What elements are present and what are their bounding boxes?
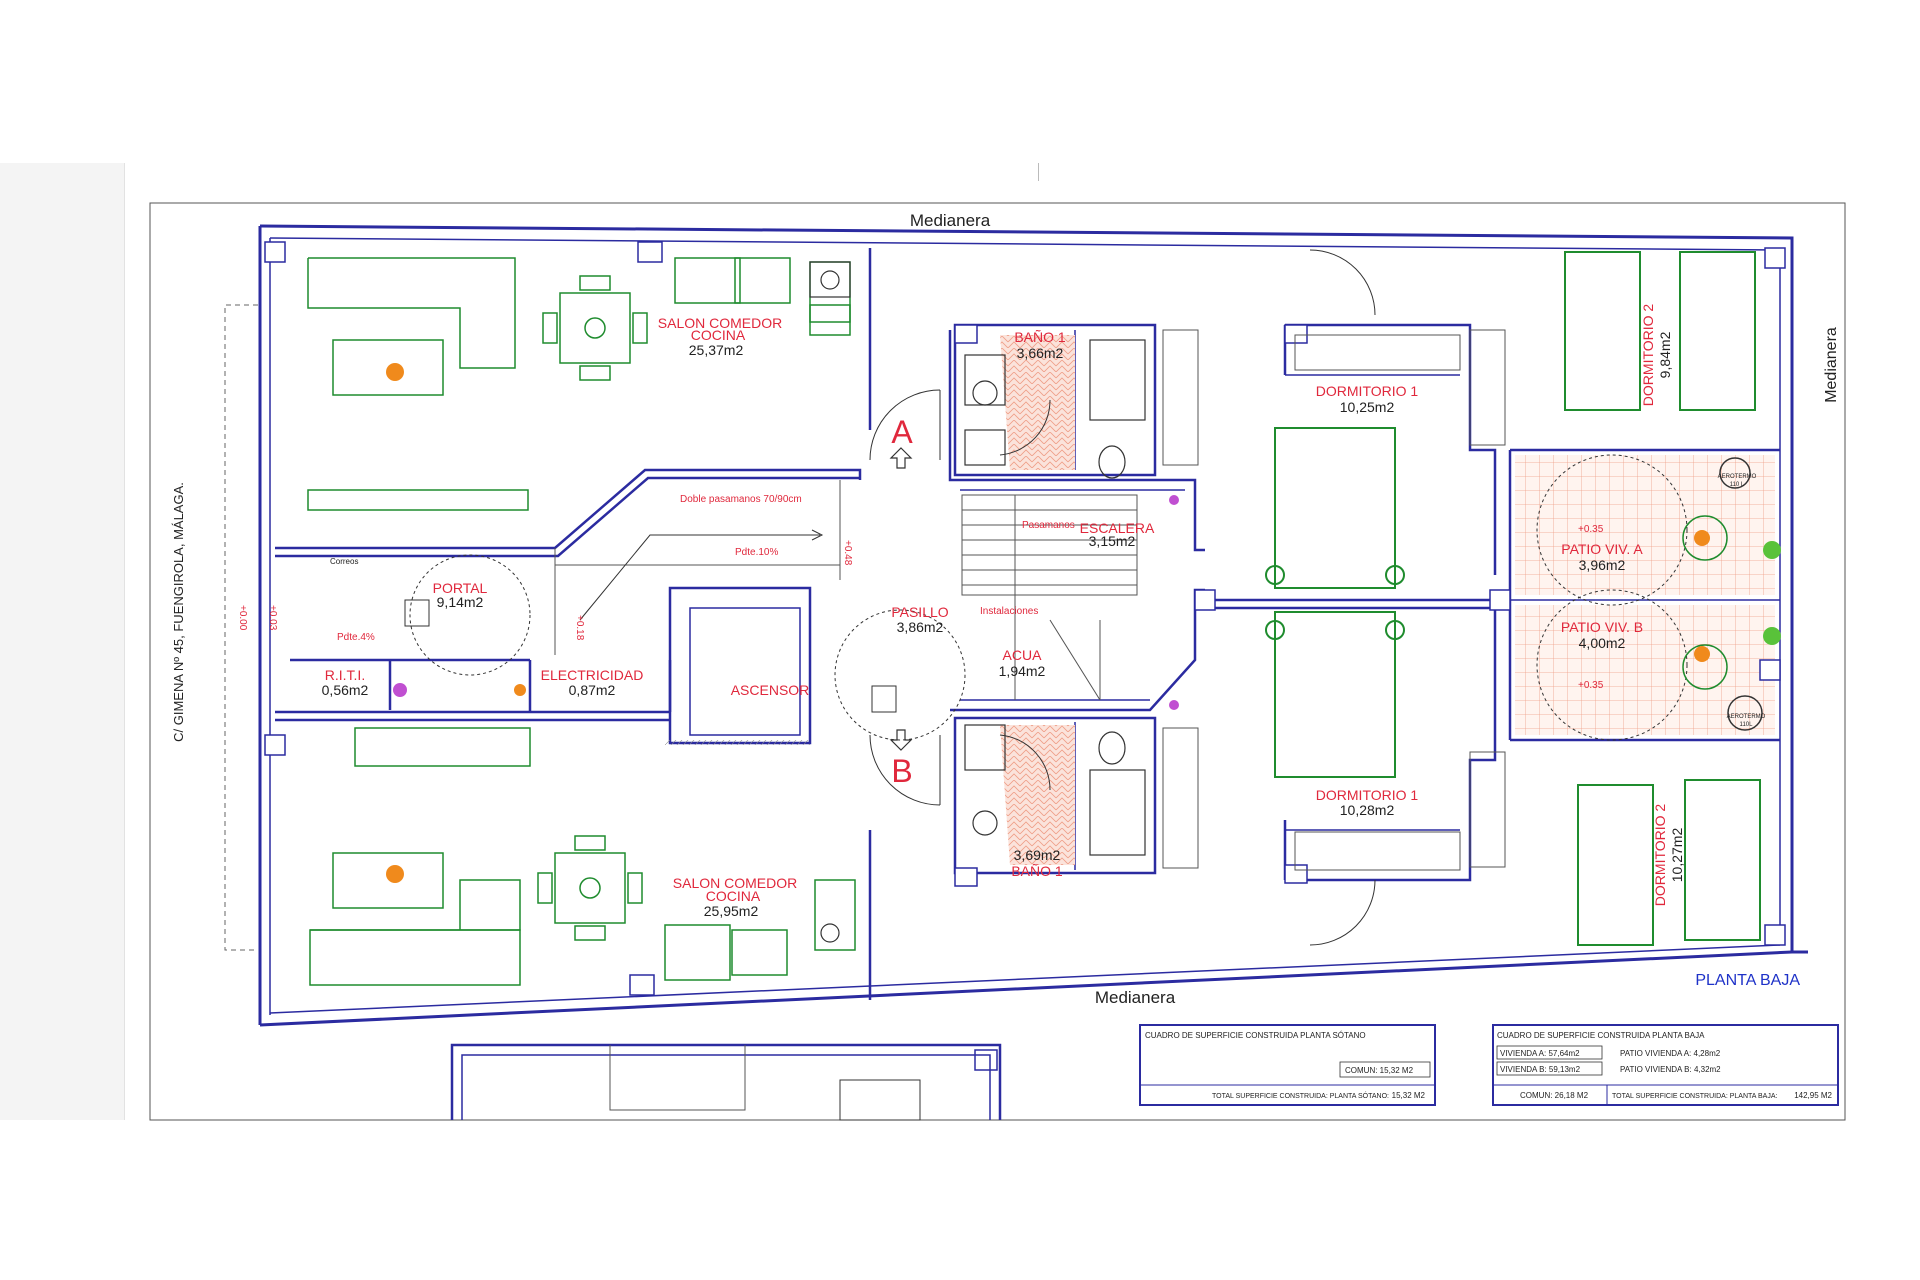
dormitorio2-a-name: DORMITORIO 2 bbox=[1640, 304, 1656, 407]
pasillo-name: PASILLO bbox=[891, 604, 948, 620]
pdte-4: Pdte.4% bbox=[337, 632, 375, 643]
lvl-035-a: +0.35 bbox=[1578, 524, 1604, 535]
sheet-frame bbox=[149, 202, 1846, 1121]
furniture-beds bbox=[1265, 251, 1761, 946]
correos: Correos bbox=[330, 557, 358, 566]
portal-name: PORTAL bbox=[433, 580, 488, 596]
accessibility-icon bbox=[404, 599, 897, 713]
riti-name: R.I.T.I. bbox=[325, 667, 365, 683]
salon-a-name2: COCINA bbox=[691, 327, 746, 343]
dormitorio2-b-name: DORMITORIO 2 bbox=[1652, 804, 1668, 907]
floor-fills bbox=[665, 335, 1775, 865]
table-sotano-total-label: TOTAL SUPERFICIE CONSTRUIDA: PLANTA SÓTA… bbox=[1212, 1091, 1389, 1100]
portal-area: 9,14m2 bbox=[437, 594, 484, 610]
room-labels: SALON COMEDOR COCINA 25,37m2 SALON COMED… bbox=[322, 304, 1685, 919]
medianera-right-label: Medianera bbox=[1823, 327, 1840, 403]
patio-a-area: 3,96m2 bbox=[1579, 557, 1626, 573]
riti-area: 0,56m2 bbox=[322, 682, 369, 698]
medianera-top-label: Medianera bbox=[910, 211, 991, 230]
aerotermo-b-2: 110L bbox=[1740, 722, 1754, 728]
furniture-salon-b bbox=[309, 727, 856, 986]
marker-b: B bbox=[891, 753, 912, 789]
dormitorio1-a-area: 10,25m2 bbox=[1340, 399, 1395, 415]
table-baja-patio-b: PATIO VIVIENDA B: 4,32m2 bbox=[1620, 1065, 1721, 1074]
lvl-003: +0.03 bbox=[267, 605, 278, 631]
aerotermo-b-1: AEROTERMO bbox=[1727, 714, 1766, 720]
salon-a-name: SALON COMEDOR bbox=[658, 315, 782, 331]
escalera-area: 3,15m2 bbox=[1089, 533, 1136, 549]
wardrobes bbox=[1162, 329, 1506, 871]
table-sotano-comun: COMUN: 15,32 M2 bbox=[1345, 1066, 1414, 1075]
acua-name: ACUA bbox=[1003, 647, 1043, 663]
furniture-salon-a bbox=[307, 257, 851, 511]
patio-furniture bbox=[1682, 457, 1763, 731]
escalera-name: ESCALERA bbox=[1080, 520, 1155, 536]
pdte-10: Pdte.10% bbox=[735, 547, 778, 558]
direction-arrows bbox=[889, 447, 913, 751]
facade-line bbox=[224, 304, 258, 951]
aerotermo-a-1: AEROTERMO bbox=[1718, 474, 1757, 480]
plan-title: PLANTA BAJA bbox=[1695, 972, 1800, 989]
pasillo-area: 3,86m2 bbox=[897, 619, 944, 635]
left-panel bbox=[0, 163, 125, 1120]
dormitorio1-b-name: DORMITORIO 1 bbox=[1316, 787, 1419, 803]
patio-a-name: PATIO VIV. A bbox=[1561, 541, 1643, 557]
electricidad-area: 0,87m2 bbox=[569, 682, 616, 698]
table-baja-comun: COMUN: 26,18 M2 bbox=[1520, 1091, 1589, 1100]
table-baja-patio-a: PATIO VIVIENDA A: 4,28m2 bbox=[1620, 1049, 1721, 1058]
street-label: C/ GIMENA Nº 45, FUENGIROLA, MÁLAGA. bbox=[171, 482, 186, 742]
bath-fixtures bbox=[809, 261, 1146, 943]
patio-b-name: PATIO VIV. B bbox=[1561, 619, 1643, 635]
table-baja-total-label: TOTAL SUPERFICIE CONSTRUIDA: PLANTA BAJA… bbox=[1612, 1093, 1777, 1100]
table-baja-vivienda-a: VIVIENDA A: 57,64m2 bbox=[1500, 1049, 1580, 1058]
table-baja-vivienda-b: VIVIENDA B: 59,13m2 bbox=[1500, 1065, 1581, 1074]
salon-b-area: 25,95m2 bbox=[704, 903, 759, 919]
salon-b-name: SALON COMEDOR bbox=[673, 875, 797, 891]
medianera-bottom-label: Medianera bbox=[1095, 988, 1176, 1007]
basement-preview bbox=[450, 1043, 1002, 1121]
pasamanos: Pasamanos bbox=[1022, 520, 1075, 531]
salon-b-name2: COCINA bbox=[706, 888, 761, 904]
bano-b-area: 3,69m2 bbox=[1014, 847, 1061, 863]
door-swings bbox=[409, 249, 1688, 946]
lvl-000: +0.00 bbox=[237, 605, 248, 631]
dormitorio2-a-area: 9,84m2 bbox=[1657, 331, 1673, 378]
table-sotano-total-value: 15,32 M2 bbox=[1392, 1091, 1426, 1100]
annotations: Doble pasamanos 70/90cm Pdte.10% Pdte.4%… bbox=[237, 474, 1766, 728]
table-baja-total-value: 142,95 M2 bbox=[1794, 1091, 1832, 1100]
instalaciones: Instalaciones bbox=[980, 606, 1038, 617]
bano-a-name: BAÑO 1 bbox=[1014, 329, 1066, 345]
ascensor-name: ASCENSOR bbox=[731, 682, 810, 698]
plant-icons bbox=[386, 363, 1781, 883]
columns bbox=[264, 241, 1786, 996]
pasamanos-doble: Doble pasamanos 70/90cm bbox=[680, 494, 802, 505]
viewport-tick bbox=[1038, 163, 1039, 181]
aerotermo-a-2: 110 L bbox=[1730, 482, 1745, 488]
lvl-048: +0.48 bbox=[842, 540, 853, 566]
lvl-035-b: +0.35 bbox=[1578, 680, 1604, 691]
dormitorio2-b-area: 10,27m2 bbox=[1669, 828, 1685, 883]
electricidad-name: ELECTRICIDAD bbox=[541, 667, 644, 683]
ramp-arrows bbox=[579, 529, 824, 621]
bano-b-name: BAÑO 1 bbox=[1011, 863, 1063, 879]
marker-a: A bbox=[891, 414, 913, 450]
exterior-walls bbox=[258, 224, 1808, 1027]
table-sotano-title: CUADRO DE SUPERFICIE CONSTRUIDA PLANTA S… bbox=[1145, 1031, 1366, 1040]
stairs bbox=[554, 480, 1138, 701]
interior-walls bbox=[275, 248, 1780, 1000]
dormitorio1-b-area: 10,28m2 bbox=[1340, 802, 1395, 818]
table-baja: CUADRO DE SUPERFICIE CONSTRUIDA PLANTA B… bbox=[1492, 1024, 1839, 1106]
table-sotano: CUADRO DE SUPERFICIE CONSTRUIDA PLANTA S… bbox=[1139, 1024, 1436, 1106]
bano-a-area: 3,66m2 bbox=[1017, 345, 1064, 361]
dormitorio1-a-name: DORMITORIO 1 bbox=[1316, 383, 1419, 399]
acua-area: 1,94m2 bbox=[999, 663, 1046, 679]
table-baja-title: CUADRO DE SUPERFICIE CONSTRUIDA PLANTA B… bbox=[1497, 1031, 1705, 1040]
lvl-018: +0.18 bbox=[574, 615, 585, 641]
salon-a-area: 25,37m2 bbox=[689, 342, 744, 358]
patio-b-area: 4,00m2 bbox=[1579, 635, 1626, 651]
